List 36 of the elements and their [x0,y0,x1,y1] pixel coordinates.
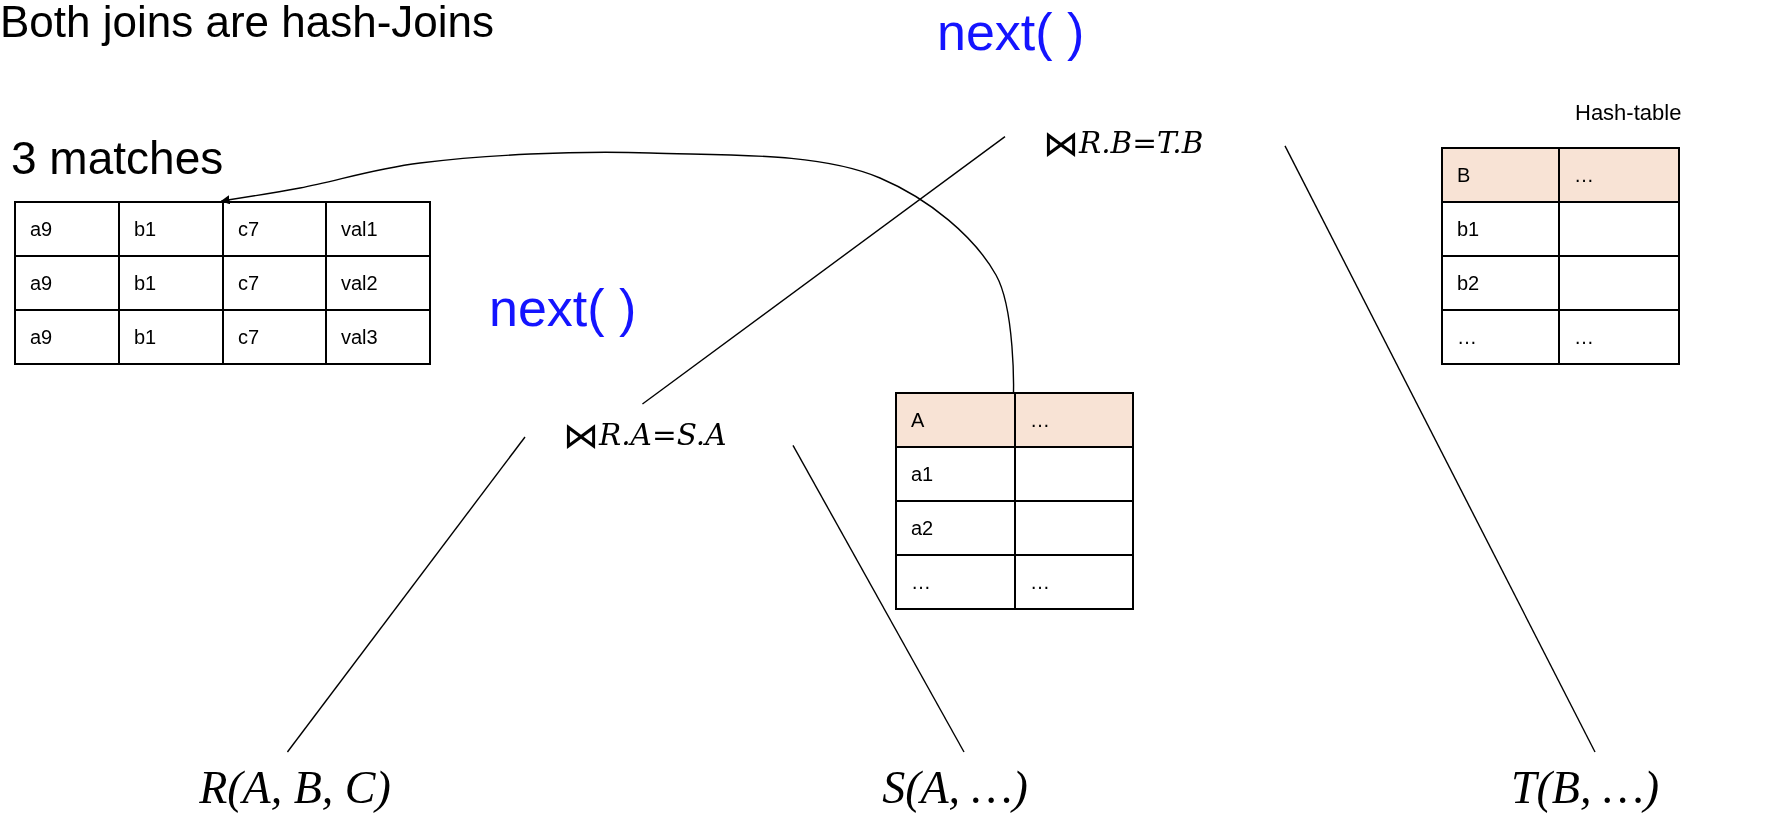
table-cell: a9 [15,202,119,256]
connector-line [641,135,1006,405]
table-cell: … [1015,393,1133,447]
table-heading: Hash-table [1575,102,1682,124]
table-cell: val3 [326,310,430,364]
table-cell: … [1559,310,1679,364]
table-cell: a1 [896,447,1015,501]
table-cell: … [1442,310,1559,364]
relation-label: R(A, B, C) [150,752,440,822]
table-cell: B [1442,148,1559,202]
connector-line [792,444,965,753]
relation-label: S(A, …) [835,752,1075,822]
table-cell: … [896,555,1015,609]
connector-line [1284,145,1596,753]
table-cell: b1 [119,202,223,256]
slide-title: Both joins are hash-Joins [0,0,495,44]
table-cell: A [896,393,1015,447]
data-table [895,392,1132,610]
table-cell: … [1015,555,1133,609]
table-cell: c7 [223,310,326,364]
table-heading: 3 matches [11,135,224,181]
table-cell: b1 [1442,202,1559,256]
table-cell: b1 [119,310,223,364]
table-cell: val2 [326,256,430,310]
table-cell: a9 [15,310,119,364]
table-cell: c7 [223,202,326,256]
table-cell: val1 [326,202,430,256]
table-cell: a9 [15,256,119,310]
table-cell: b2 [1442,256,1559,310]
connector-line [286,436,526,753]
table-cell: c7 [223,256,326,310]
relation-label: T(B, …) [1465,752,1705,822]
table-cell: b1 [119,256,223,310]
arrow [220,151,1015,393]
table-cell: a2 [896,501,1015,555]
table-cell: … [1559,148,1679,202]
